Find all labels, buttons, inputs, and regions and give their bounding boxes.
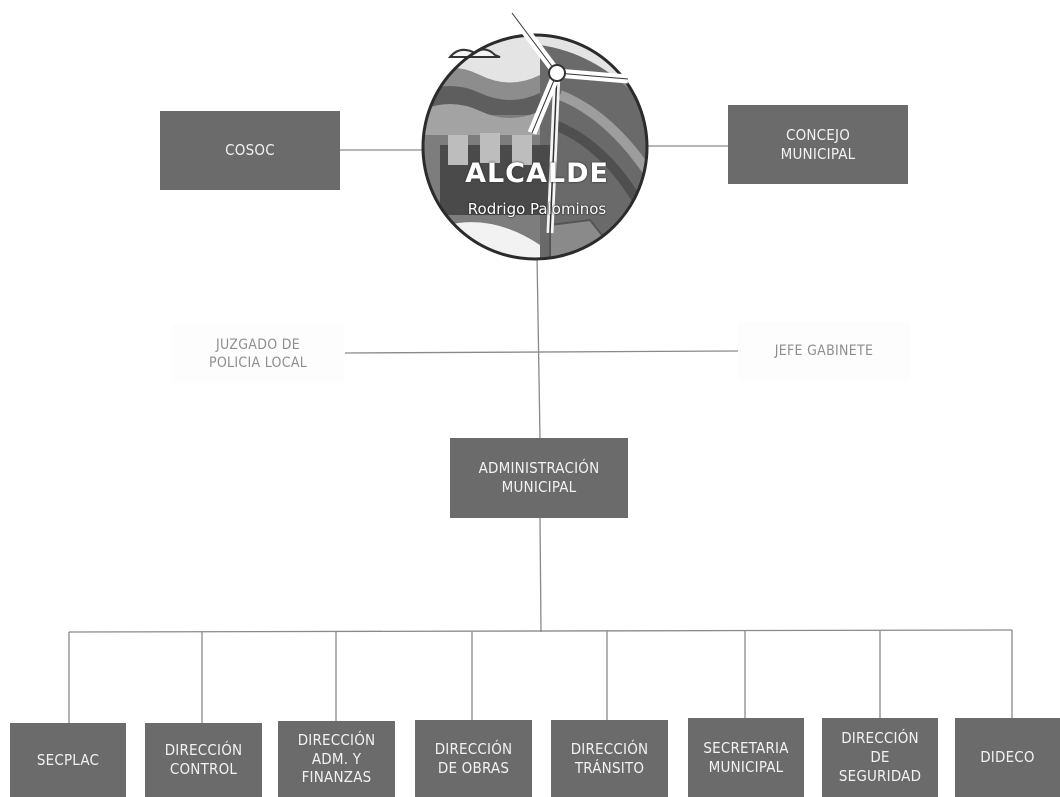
logo-title: ALCALDE bbox=[465, 158, 609, 189]
juzgado-policia-local-label: JUZGADO DE POLICIA LOCAL bbox=[172, 325, 344, 383]
concejo-municipal-box: CONCEJO MUNICIPAL bbox=[728, 105, 908, 184]
dept-direccion-obras: DIRECCIÓN DE OBRAS bbox=[415, 720, 532, 797]
logo-subtitle: Rodrigo Palominos bbox=[467, 200, 607, 218]
line-alcalde-down bbox=[536, 254, 541, 439]
dept-secplac: SECPLAC bbox=[10, 723, 126, 797]
line-staff bbox=[344, 350, 739, 354]
dept-direccion-seguridad: DIRECCIÓN DE SEGURIDAD bbox=[822, 718, 938, 797]
dept-direccion-adm-finanzas: DIRECCIÓN ADM. Y FINANZAS bbox=[278, 721, 395, 797]
line-bus bbox=[68, 629, 1013, 633]
line-admin-down bbox=[539, 517, 542, 633]
dept-secretaria-municipal: SECRETARIA MUNICIPAL bbox=[688, 718, 804, 797]
dept-dideco: DIDECO bbox=[955, 718, 1060, 797]
dept-direccion-control: DIRECCIÓN CONTROL bbox=[145, 723, 262, 797]
alcalde-emblem bbox=[421, 10, 649, 261]
jefe-gabinete-label: JEFE GABINETE bbox=[738, 322, 910, 380]
administracion-municipal-box: ADMINISTRACIÓN MUNICIPAL bbox=[450, 438, 628, 518]
dept-direccion-transito: DIRECCIÓN TRÁNSITO bbox=[551, 720, 668, 797]
cosoc-box: COSOC bbox=[160, 111, 340, 190]
